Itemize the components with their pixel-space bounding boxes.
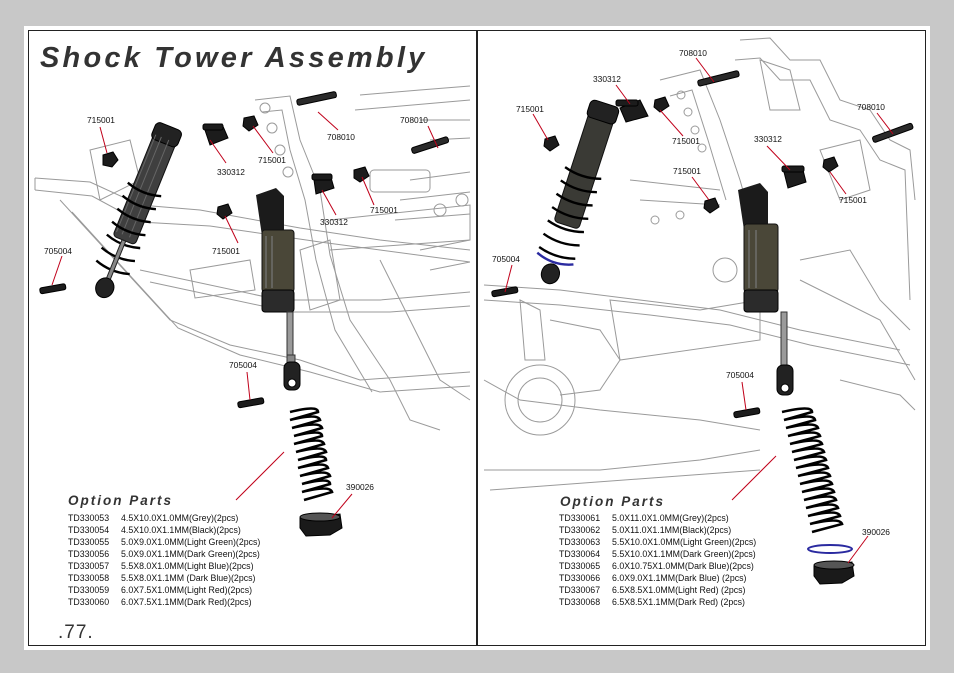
option-row: TD330067 6.5X8.5X1.0MM(Light Red) (2pcs) (559, 584, 756, 596)
option-code: TD330067 (559, 585, 601, 595)
option-row: TD330057 5.5X8.0X1.0MM(Light Blue)(2pcs) (68, 560, 260, 572)
part-label: 708010 (857, 102, 885, 112)
right-shock-body (738, 183, 794, 396)
part-label: 715001 (839, 195, 867, 205)
left-spring (289, 407, 334, 502)
left-leader-lines (51, 111, 439, 519)
option-desc: 5.5X10.0X1.1MM(Dark Green)(2pcs) (612, 549, 756, 559)
right-leader-lines (504, 57, 894, 564)
part-label: 708010 (400, 115, 428, 125)
part-label: 705004 (492, 254, 520, 264)
page-divider (476, 30, 478, 646)
part-label: 715001 (212, 246, 240, 256)
option-code: TD330066 (559, 573, 601, 583)
option-row: TD330060 6.0X7.5X1.1MM(Dark Red)(2pcs) (68, 596, 260, 608)
part-label: 715001 (516, 104, 544, 114)
option-code: TD330068 (559, 597, 601, 607)
option-desc: 4.5X10.0X1.1MM(Black)(2pcs) (121, 525, 241, 535)
right-spring-spacer (807, 544, 853, 554)
part-label: 715001 (673, 166, 701, 176)
option-row: TD330058 5.5X8.0X1.1MM (Dark Blue)(2pcs) (68, 572, 260, 584)
option-desc: 5.0X11.0X1.0MM(Grey)(2pcs) (612, 513, 729, 523)
option-desc: 6.5X8.5X1.1MM(Dark Red) (2pcs) (612, 597, 745, 607)
option-code: TD330058 (68, 573, 110, 583)
option-parts-list: TD330061 5.0X11.0X1.0MM(Grey)(2pcs) TD330… (559, 512, 756, 608)
option-desc: 5.5X8.0X1.1MM (Dark Blue)(2pcs) (121, 573, 256, 583)
option-row: TD330059 6.0X7.5X1.0MM(Light Red)(2pcs) (68, 584, 260, 596)
option-row: TD330062 5.0X11.0X1.1MM(Black)(2pcs) (559, 524, 756, 536)
part-label: 715001 (370, 205, 398, 215)
option-parts-title: Option Parts (68, 493, 174, 508)
part-label: 330312 (217, 167, 245, 177)
option-code: TD330057 (68, 561, 110, 571)
part-label: 330312 (320, 217, 348, 227)
part-label: 715001 (672, 136, 700, 146)
option-desc: 6.0X7.5X1.0MM(Light Red)(2pcs) (121, 585, 253, 595)
option-desc: 5.0X11.0X1.1MM(Black)(2pcs) (612, 525, 732, 535)
left-spring-cup (299, 512, 343, 537)
option-code: TD330063 (559, 537, 601, 547)
part-label: 708010 (679, 48, 707, 58)
right-shock-assembled (536, 99, 620, 285)
part-label: 715001 (87, 115, 115, 125)
page-title: Shock Tower Assembly (40, 42, 428, 74)
right-spring-cup (813, 560, 855, 585)
page-number: .77. (58, 622, 94, 643)
option-row: TD330054 4.5X10.0X1.1MM(Black)(2pcs) (68, 524, 260, 536)
option-desc: 6.0X7.5X1.1MM(Dark Red)(2pcs) (121, 597, 252, 607)
option-row: TD330068 6.5X8.5X1.1MM(Dark Red) (2pcs) (559, 596, 756, 608)
option-code: TD330055 (68, 537, 110, 547)
left-chassis-drawing (34, 85, 471, 431)
option-row: TD330055 5.0X9.0X1.0MM(Light Green)(2pcs) (68, 536, 260, 548)
part-label: 715001 (258, 155, 286, 165)
option-desc: 5.0X9.0X1.1MM(Dark Green)(2pcs) (121, 549, 260, 559)
left-shock-assembled (95, 122, 182, 299)
option-row: TD330064 5.5X10.0X1.1MM(Dark Green)(2pcs) (559, 548, 756, 560)
option-desc: 6.0X9.0X1.1MM(Dark Blue) (2pcs) (612, 573, 747, 583)
option-row: TD330066 6.0X9.0X1.1MM(Dark Blue) (2pcs) (559, 572, 756, 584)
option-code: TD330065 (559, 561, 601, 571)
part-label: 330312 (593, 74, 621, 84)
option-desc: 5.5X10.0X1.0MM(Light Green)(2pcs) (612, 537, 757, 547)
right-hardware (491, 70, 914, 419)
option-desc: 6.5X8.5X1.0MM(Light Red) (2pcs) (612, 585, 746, 595)
option-row: TD330056 5.0X9.0X1.1MM(Dark Green)(2pcs) (68, 548, 260, 560)
option-desc: 5.0X9.0X1.0MM(Light Green)(2pcs) (121, 537, 261, 547)
part-label: 390026 (862, 527, 890, 537)
part-label: 330312 (754, 134, 782, 144)
option-row: TD330061 5.0X11.0X1.0MM(Grey)(2pcs) (559, 512, 756, 524)
part-label: 705004 (44, 246, 72, 256)
part-label: 705004 (726, 370, 754, 380)
option-code: TD330062 (559, 525, 601, 535)
option-code: TD330059 (68, 585, 110, 595)
left-shock-body (256, 188, 301, 391)
option-code: TD330056 (68, 549, 110, 559)
option-row: TD330053 4.5X10.0X1.0MM(Grey)(2pcs) (68, 512, 260, 524)
left-hardware (39, 91, 450, 409)
option-desc: 5.5X8.0X1.0MM(Light Blue)(2pcs) (121, 561, 254, 571)
option-row: TD330063 5.5X10.0X1.0MM(Light Green)(2pcs… (559, 536, 756, 548)
part-label: 390026 (346, 482, 374, 492)
option-desc: 6.0X10.75X1.0MM(Dark Blue)(2pcs) (612, 561, 754, 571)
option-parts-list: TD330053 4.5X10.0X1.0MM(Grey)(2pcs) TD330… (68, 512, 260, 608)
right-spring (781, 407, 844, 534)
option-code: TD330060 (68, 597, 110, 607)
part-label: 708010 (327, 132, 355, 142)
option-parts-title: Option Parts (560, 494, 666, 509)
option-code: TD330061 (559, 513, 601, 523)
option-code: TD330054 (68, 525, 110, 535)
option-code: TD330064 (559, 549, 601, 559)
option-row: TD330065 6.0X10.75X1.0MM(Dark Blue)(2pcs) (559, 560, 756, 572)
part-label: 705004 (229, 360, 257, 370)
option-code: TD330053 (68, 513, 110, 523)
option-desc: 4.5X10.0X1.0MM(Grey)(2pcs) (121, 513, 239, 523)
